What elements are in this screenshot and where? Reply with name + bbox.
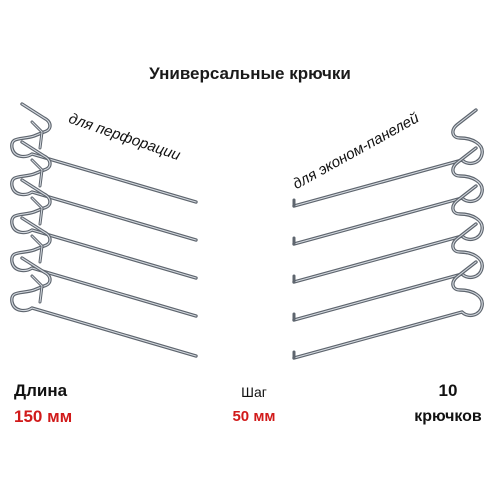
spec-step-label: Шаг: [241, 384, 267, 400]
spec-step-value: 50 мм: [232, 408, 276, 425]
spec-length: Длина 150 мм: [14, 381, 72, 427]
spec-length-value: 150 мм: [14, 407, 73, 426]
spec-count-number: 10: [438, 381, 458, 400]
spec-count-unit: крючков: [414, 408, 482, 425]
spec-step: Шаг 50 мм: [222, 384, 286, 425]
hook-right-1: [292, 108, 484, 208]
spec-length-label: Длина: [14, 381, 68, 400]
spec-count: 10 крючков: [398, 381, 498, 426]
page-title: Универсальные крючки: [149, 64, 351, 83]
